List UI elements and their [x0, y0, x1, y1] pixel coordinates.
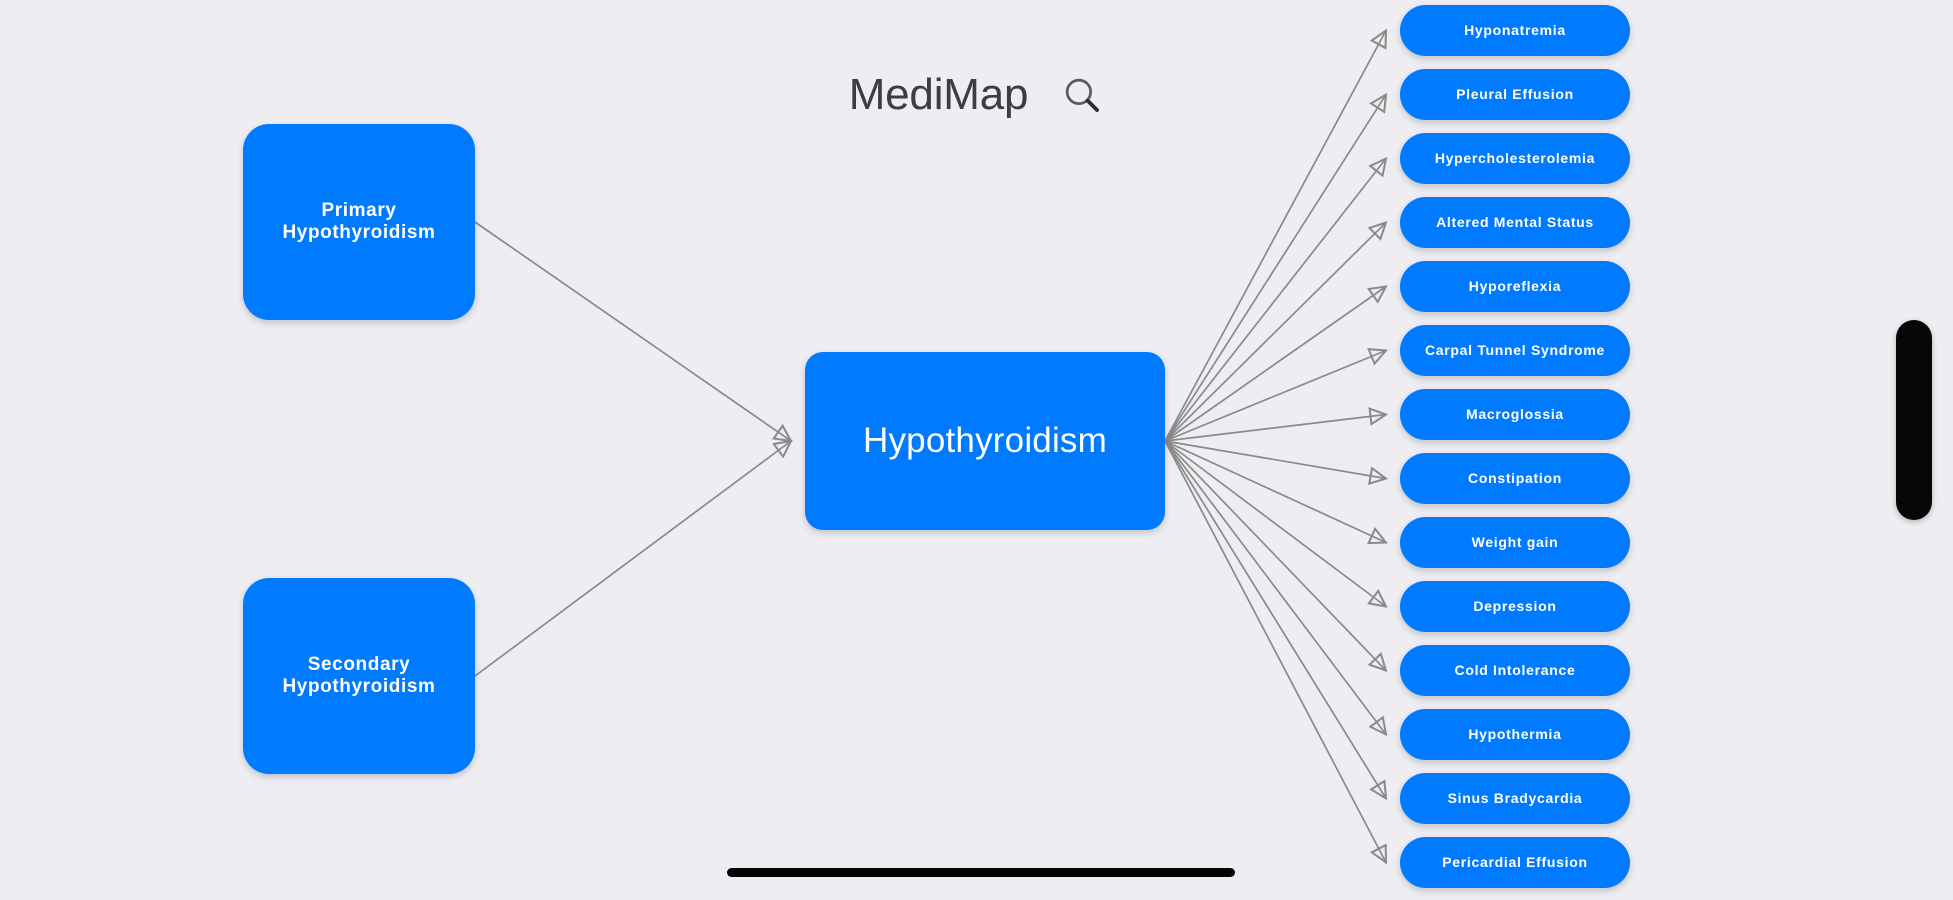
node-label: Pericardial Effusion: [1442, 854, 1588, 871]
node-label: Pleural Effusion: [1456, 86, 1574, 103]
graph-edge-root-to-macroglossia: [1164, 415, 1386, 442]
graph-edge-root-to-hyporeflexia: [1164, 287, 1386, 442]
graph-node-cold-intolerance[interactable]: Cold Intolerance: [1400, 645, 1630, 696]
node-label: Constipation: [1468, 470, 1562, 487]
graph-edge-root-to-carpal-tunnel-syndrome: [1164, 351, 1386, 442]
graph-edge-root-to-pleural-effusion: [1164, 95, 1386, 442]
graph-edge-root-to-constipation: [1164, 440, 1386, 479]
graph-node-sinus-bradycardia[interactable]: Sinus Bradycardia: [1400, 773, 1630, 824]
graph-edge-root-to-weight-gain: [1164, 440, 1386, 543]
graph-node-primary-hypothyroidism[interactable]: Primary Hypothyroidism: [243, 124, 475, 320]
graph-edge-primary-hypothyroidism-to-root: [474, 221, 791, 441]
node-label: Hypercholesterolemia: [1434, 150, 1596, 167]
graph-edge-root-to-hypercholesterolemia: [1164, 159, 1386, 442]
search-icon[interactable]: [1060, 73, 1104, 117]
node-label: Hyponatremia: [1464, 22, 1566, 39]
node-label: Secondary Hypothyroidism: [282, 653, 436, 697]
graph-node-hypothyroidism-root[interactable]: Hypothyroidism: [805, 352, 1165, 530]
node-label: Hyporeflexia: [1468, 278, 1562, 295]
graph-node-pleural-effusion[interactable]: Pleural Effusion: [1400, 69, 1630, 120]
graph-node-altered-mental-status[interactable]: Altered Mental Status: [1400, 197, 1630, 248]
node-label: Carpal Tunnel Syndrome: [1424, 342, 1606, 359]
node-label: Hypothyroidism: [863, 420, 1107, 460]
graph-edge-root-to-sinus-bradycardia: [1164, 440, 1386, 799]
graph-node-secondary-hypothyroidism[interactable]: Secondary Hypothyroidism: [243, 578, 475, 774]
graph-edge-root-to-altered-mental-status: [1164, 223, 1386, 442]
node-label: Sinus Bradycardia: [1447, 790, 1583, 807]
graph-node-hyponatremia[interactable]: Hyponatremia: [1400, 5, 1630, 56]
node-label: Macroglossia: [1466, 406, 1564, 423]
graph-node-macroglossia[interactable]: Macroglossia: [1400, 389, 1630, 440]
graph-node-weight-gain[interactable]: Weight gain: [1400, 517, 1630, 568]
node-label: Depression: [1473, 598, 1557, 615]
side-button[interactable]: [1896, 320, 1932, 520]
node-label: Primary Hypothyroidism: [282, 199, 436, 243]
graph-node-hyporeflexia[interactable]: Hyporeflexia: [1400, 261, 1630, 312]
graph-edge-root-to-pericardial-effusion: [1164, 440, 1386, 863]
graph-node-depression[interactable]: Depression: [1400, 581, 1630, 632]
graph-node-pericardial-effusion[interactable]: Pericardial Effusion: [1400, 837, 1630, 888]
graph-node-carpal-tunnel-syndrome[interactable]: Carpal Tunnel Syndrome: [1400, 325, 1630, 376]
graph-node-hypothermia[interactable]: Hypothermia: [1400, 709, 1630, 760]
node-label: Altered Mental Status: [1436, 214, 1594, 231]
graph-edge-root-to-hyponatremia: [1164, 31, 1386, 442]
home-indicator[interactable]: [727, 868, 1235, 877]
graph-edge-secondary-hypothyroidism-to-root: [474, 441, 791, 677]
graph-node-hypercholesterolemia[interactable]: Hypercholesterolemia: [1400, 133, 1630, 184]
graph-node-constipation[interactable]: Constipation: [1400, 453, 1630, 504]
graph-edge-root-to-cold-intolerance: [1164, 440, 1386, 671]
graph-edge-root-to-depression: [1164, 440, 1386, 607]
node-label: Cold Intolerance: [1454, 662, 1576, 679]
node-label: Weight gain: [1471, 534, 1559, 551]
graph-edge-root-to-hypothermia: [1164, 440, 1386, 735]
node-label: Hypothermia: [1468, 726, 1562, 743]
